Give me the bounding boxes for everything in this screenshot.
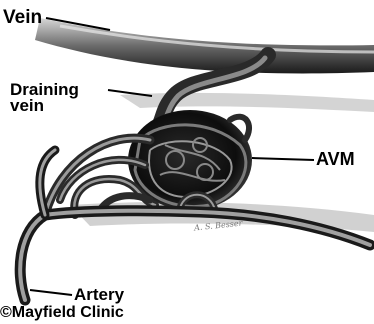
avm-leader: [252, 158, 314, 160]
copyright-credit: ©Mayfield Clinic: [0, 305, 124, 321]
vein-label: Vein: [3, 8, 42, 27]
avm-label: AVM: [316, 150, 355, 168]
draining-vein-label: Draining vein: [10, 82, 79, 114]
artery-label: Artery: [74, 286, 124, 303]
draining-vein-label-line2: vein: [10, 98, 79, 114]
artery-leader: [30, 290, 72, 295]
